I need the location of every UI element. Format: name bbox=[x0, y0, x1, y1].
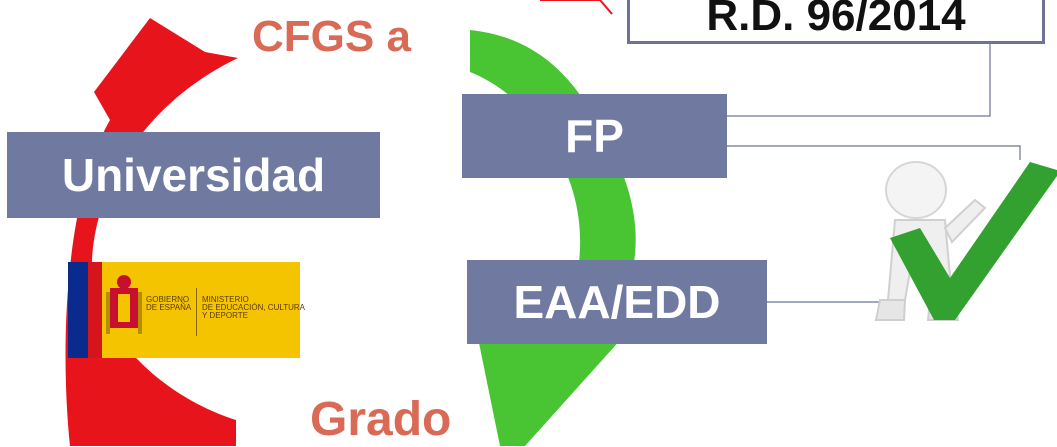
rd-box: R.D. 96/2014 bbox=[627, 0, 1045, 44]
top-label: CFGS a bbox=[252, 12, 411, 61]
rd-box-text: R.D. 96/2014 bbox=[706, 0, 966, 40]
green-cycle-arrow bbox=[470, 30, 640, 446]
red-pointer-line bbox=[540, 0, 613, 15]
box-fp-label: FP bbox=[565, 110, 624, 162]
logo-text-gobierno: GOBIERNO DE ESPAÑA bbox=[146, 295, 192, 312]
red-cycle-arrow bbox=[65, 18, 238, 446]
ministry-logo: GOBIERNO DE ESPAÑA MINISTERIO DE EDUCACI… bbox=[68, 262, 305, 358]
checkmark-icon bbox=[890, 162, 1057, 320]
box-universidad-label: Universidad bbox=[61, 149, 326, 201]
connector-fp-check bbox=[727, 145, 1021, 160]
box-eaa-edd-label: EAA/EDD bbox=[513, 276, 721, 328]
eu-flag-stripe bbox=[68, 262, 88, 358]
logo-divider bbox=[196, 288, 197, 336]
coat-of-arms-icon bbox=[106, 275, 142, 334]
box-eaa-edd: EAA/EDD bbox=[467, 260, 767, 344]
connector-fp-rd bbox=[727, 34, 991, 117]
box-fp: FP bbox=[462, 94, 727, 178]
bottom-label: Grado bbox=[310, 393, 452, 446]
logo-text-ministerio: MINISTERIO DE EDUCACIÓN, CULTURA Y DEPOR… bbox=[202, 295, 305, 320]
box-universidad: Universidad bbox=[7, 132, 380, 218]
spain-flag-stripe bbox=[88, 262, 102, 358]
